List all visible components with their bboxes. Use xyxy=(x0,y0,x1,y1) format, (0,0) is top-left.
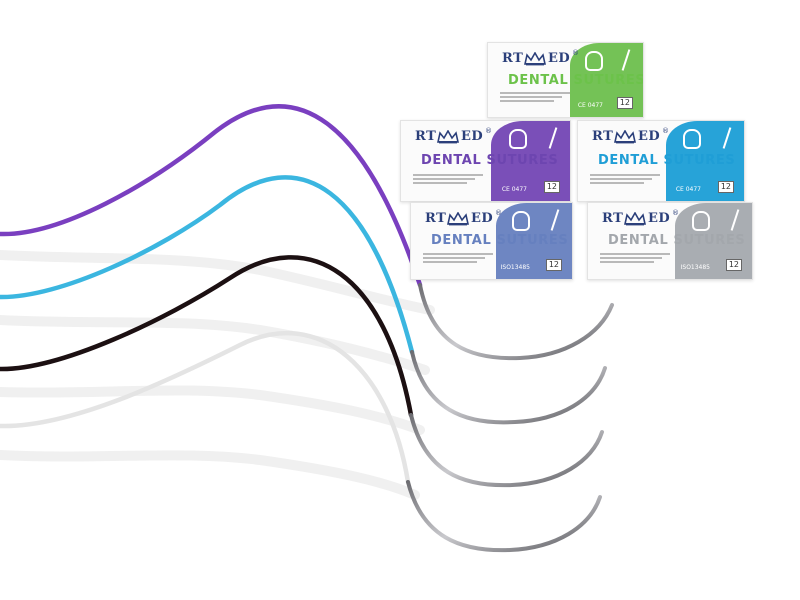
purple-needle xyxy=(418,283,614,361)
brand-right: ED xyxy=(648,211,671,226)
blue-suture-shadow xyxy=(0,315,430,375)
fine-print-line xyxy=(423,253,493,255)
tooth-icon xyxy=(683,129,701,149)
certification-mark: ISO13485 xyxy=(680,264,710,271)
unit-count: 12 xyxy=(717,181,734,193)
fine-print-line xyxy=(500,92,570,94)
suture-box-blue: RT ED® DENTAL SUTURES CE 0477 12 xyxy=(577,120,745,202)
brand-left: RT xyxy=(602,211,624,226)
unit-count: 12 xyxy=(616,97,633,109)
brand-right: ED xyxy=(471,211,494,226)
certification-mark: CE 0477 xyxy=(501,186,527,193)
black-suture xyxy=(0,255,414,418)
tooth-icon xyxy=(585,51,603,71)
product-name: DENTAL SUTURES xyxy=(608,233,746,248)
brand-left: RT xyxy=(502,51,524,66)
brand-right: ED xyxy=(638,129,661,144)
registered-mark: ® xyxy=(495,209,502,217)
fine-print-line xyxy=(600,257,662,259)
unit-count: 12 xyxy=(545,259,562,271)
fine-print-line xyxy=(590,182,644,184)
fine-print-line xyxy=(413,182,467,184)
crown-logo-icon xyxy=(614,130,636,144)
crown-logo-icon xyxy=(437,130,459,144)
product-name: DENTAL SUTURES xyxy=(508,73,644,88)
white-suture xyxy=(0,331,411,485)
brand-left: RT xyxy=(415,129,437,144)
brand-left: RT xyxy=(592,129,614,144)
registered-mark: ® xyxy=(662,127,669,135)
fine-print-line xyxy=(423,257,485,259)
fine-print-line xyxy=(600,253,670,255)
certification-mark: CE 0477 xyxy=(675,186,701,193)
purple-suture-shadow xyxy=(0,250,435,315)
fine-print-line xyxy=(500,96,562,98)
product-name: DENTAL SUTURES xyxy=(421,153,559,168)
suture-box-slate: RT ED® DENTAL SUTURES ISO13485 12 xyxy=(410,202,573,280)
fine-print-line xyxy=(413,174,483,176)
registered-mark: ® xyxy=(572,49,579,57)
fine-print-line xyxy=(590,174,660,176)
certification-mark: ISO13485 xyxy=(500,264,530,271)
tooth-icon xyxy=(509,129,527,149)
registered-mark: ® xyxy=(485,127,492,135)
black-needle xyxy=(409,413,604,488)
white-suture-shadow xyxy=(0,450,420,500)
suture-box-gray: RT ED® DENTAL SUTURES ISO13485 12 xyxy=(587,202,753,280)
fine-print-line xyxy=(413,178,475,180)
product-name: DENTAL SUTURES xyxy=(598,153,736,168)
brand-right: ED xyxy=(548,51,571,66)
brand-left: RT xyxy=(425,211,447,226)
registered-mark: ® xyxy=(672,209,679,217)
crown-logo-icon xyxy=(447,212,469,226)
suture-box-purple: RT ED® DENTAL SUTURES CE 0477 12 xyxy=(400,120,571,202)
product-name: DENTAL SUTURES xyxy=(431,233,569,248)
white-needle xyxy=(406,480,602,553)
blue-suture xyxy=(0,175,415,355)
tooth-icon xyxy=(692,211,710,231)
brand-right: ED xyxy=(461,129,484,144)
unit-count: 12 xyxy=(725,259,742,271)
crown-logo-icon xyxy=(624,212,646,226)
tooth-icon xyxy=(512,211,530,231)
unit-count: 12 xyxy=(543,181,560,193)
blue-needle xyxy=(410,350,607,425)
certification-mark: CE 0477 xyxy=(577,102,603,109)
fine-print-line xyxy=(590,178,652,180)
fine-print-line xyxy=(600,261,654,263)
fine-print-line xyxy=(500,100,554,102)
purple-suture xyxy=(0,104,423,288)
black-suture-shadow xyxy=(0,385,425,435)
crown-logo-icon xyxy=(524,52,546,66)
suture-box-green: RT ED® DENTAL SUTURES CE 0477 12 xyxy=(487,42,644,118)
fine-print-line xyxy=(423,261,477,263)
